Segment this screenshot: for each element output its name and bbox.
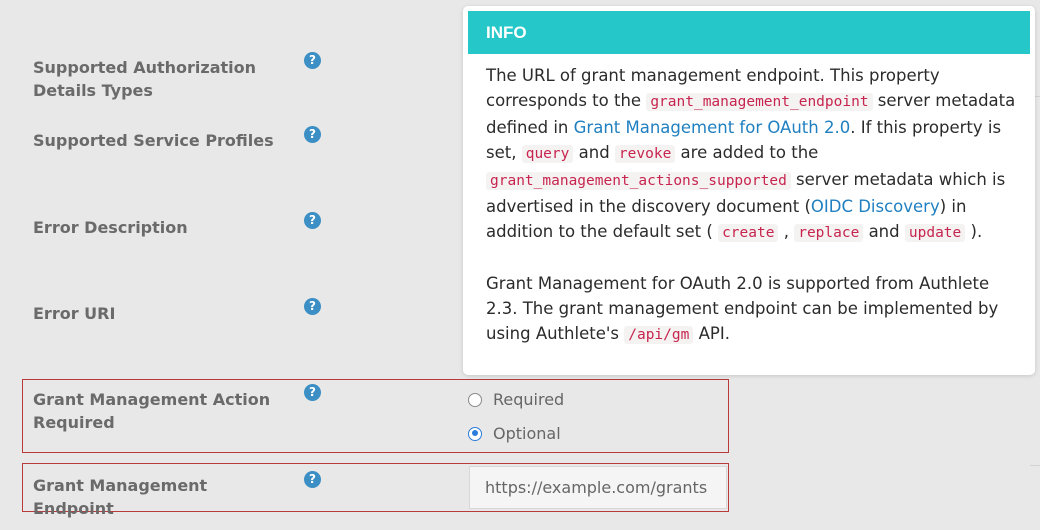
code-revoke: revoke (614, 145, 676, 163)
code-update: update (904, 224, 966, 242)
label-grant-management-action-required: Grant Management Action Required (33, 390, 271, 432)
info-tooltip-body: The URL of grant management endpoint. Th… (486, 63, 1016, 348)
radio-required-label: Required (493, 390, 565, 409)
info-tooltip-title: INFO (468, 11, 1030, 54)
help-icon[interactable]: ? (304, 52, 321, 69)
text: ) in addition to the default set ( (486, 197, 967, 241)
text: server metadata which is advertised in t… (486, 170, 1006, 216)
radio-required[interactable]: Required (468, 390, 564, 409)
radio-required-control[interactable] (468, 392, 482, 407)
text: . If this property is set, (486, 118, 1002, 162)
label-error-uri: Error URI (33, 304, 116, 323)
text: ). (965, 222, 983, 241)
text: and (573, 143, 615, 162)
label-error-description: Error Description (33, 218, 188, 237)
field-edge (1030, 96, 1040, 97)
help-icon[interactable]: ? (304, 212, 321, 229)
link-oidc-discovery[interactable]: OIDC Discovery (810, 197, 940, 216)
info-paragraph-2: Grant Management for OAuth 2.0 is suppor… (486, 271, 1016, 348)
help-icon[interactable]: ? (304, 471, 321, 488)
text: The URL of grant management endpoint. Th… (486, 66, 940, 110)
code-api-gm: /api/gm (624, 326, 694, 344)
highlight-grant-management-endpoint-row (22, 463, 729, 512)
highlight-grant-management-action-row (22, 379, 729, 453)
radio-optional[interactable]: Optional (468, 424, 561, 443)
code-grant-management-endpoint: grant_management_endpoint (646, 93, 873, 111)
code-create: create (718, 224, 779, 242)
grant-management-endpoint-input[interactable] (469, 466, 727, 509)
code-grant-management-actions-supported: grant_management_actions_supported (486, 172, 791, 190)
field-edge (1030, 465, 1040, 466)
info-tooltip: INFO The URL of grant management endpoin… (463, 6, 1035, 375)
label-supported-service-profiles: Supported Service Profiles (33, 131, 274, 150)
text: , (778, 222, 795, 241)
code-replace: replace (794, 224, 864, 242)
radio-optional-control[interactable] (468, 426, 482, 441)
link-grant-management-spec[interactable]: Grant Management for OAuth 2.0 (573, 118, 851, 137)
text: Grant Management for OAuth 2.0 is suppor… (486, 274, 999, 343)
radio-optional-label: Optional (493, 424, 561, 443)
text: API. (693, 324, 730, 343)
help-icon[interactable]: ? (304, 384, 321, 401)
text: server metadata defined in (486, 91, 1016, 137)
label-grant-management-endpoint: Grant Management Endpoint (33, 476, 208, 518)
help-icon[interactable]: ? (304, 126, 321, 143)
info-paragraph-1: The URL of grant management endpoint. Th… (486, 63, 1016, 246)
help-icon[interactable]: ? (304, 298, 321, 315)
text: are added to the (675, 143, 819, 162)
text: and (863, 222, 905, 241)
label-supported-authorization-details-types: Supported Authorization Details Types (33, 58, 257, 100)
code-query: query (521, 145, 574, 163)
